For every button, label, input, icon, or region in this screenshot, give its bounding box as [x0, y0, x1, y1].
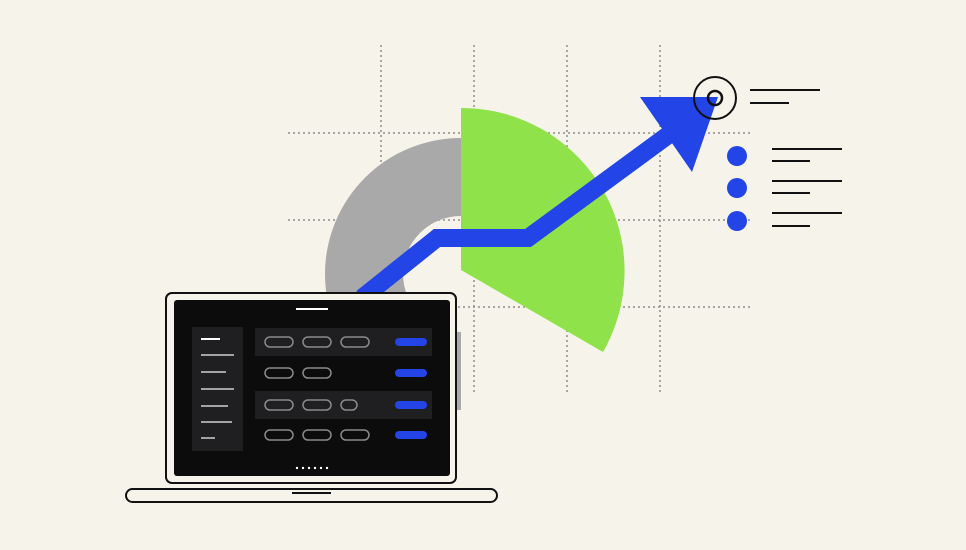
sidebar-lines — [201, 338, 234, 439]
table-row — [264, 429, 427, 441]
table-row — [264, 399, 427, 411]
dot-icon — [727, 146, 747, 166]
legend-item — [727, 211, 842, 231]
trend-up-arrow-icon — [356, 97, 718, 306]
laptop — [125, 292, 498, 503]
laptop-base — [125, 488, 498, 503]
dot-icon — [727, 211, 747, 231]
table-row — [264, 367, 427, 379]
table-rows — [264, 336, 427, 441]
legend-item — [727, 146, 842, 166]
pagination-dots — [295, 466, 329, 470]
target-caption-lines — [750, 89, 820, 104]
dot-icon — [727, 178, 747, 198]
legend — [727, 146, 842, 231]
legend-item — [727, 178, 842, 198]
target-icon — [693, 76, 737, 120]
table-row — [264, 336, 427, 348]
